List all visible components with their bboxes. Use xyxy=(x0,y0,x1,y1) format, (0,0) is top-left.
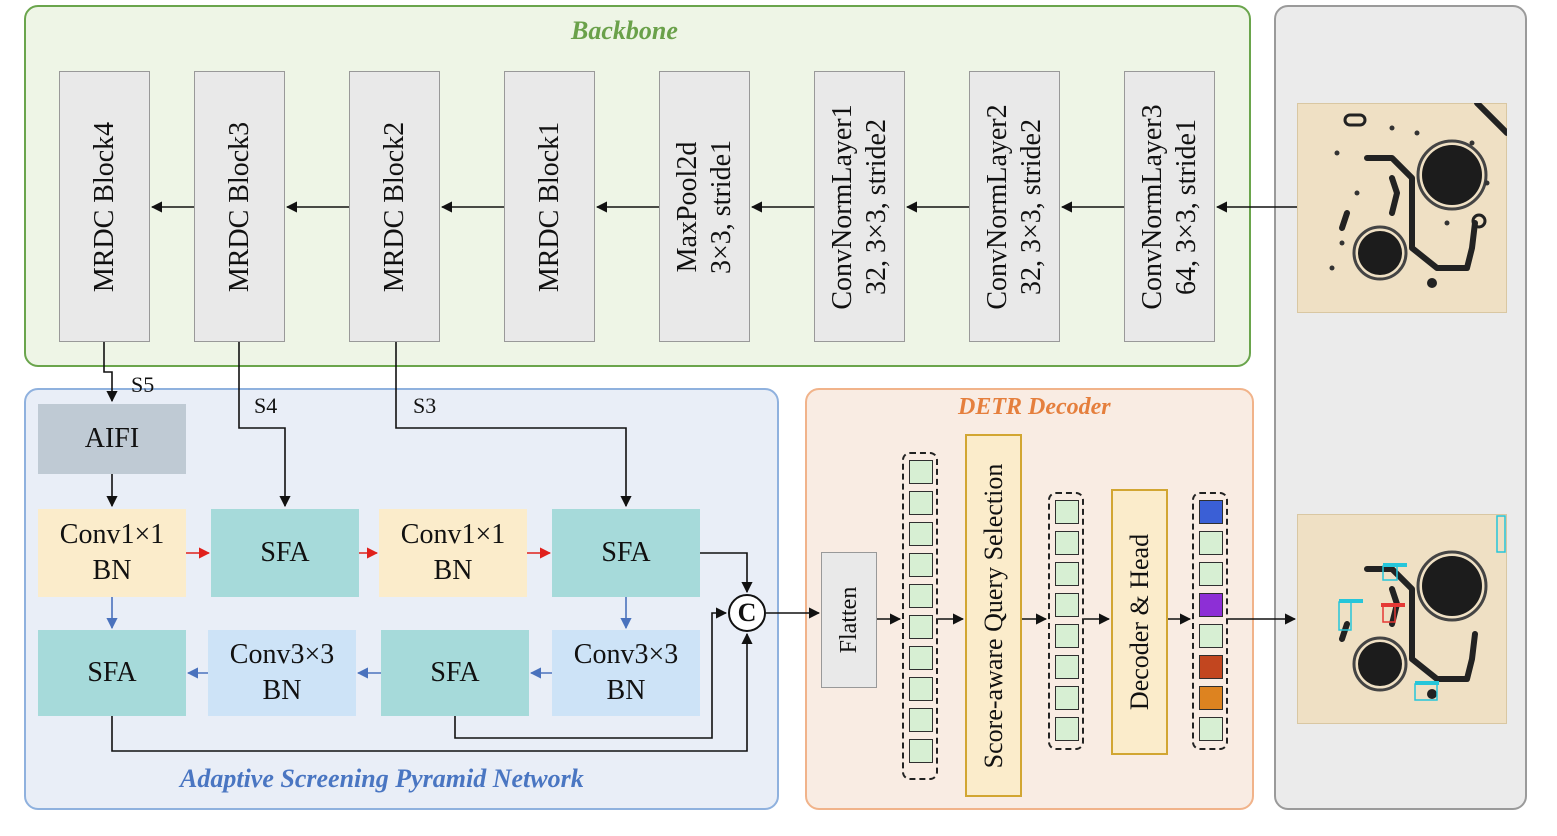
conv1x1-block-left: Conv1×1 BN xyxy=(38,509,186,597)
token xyxy=(909,553,933,577)
token xyxy=(1055,531,1079,555)
conv1x1-block-right: Conv1×1 BN xyxy=(379,509,527,597)
token xyxy=(1055,624,1079,648)
backbone-block-convnorm3: ConvNormLayer3 64, 3×3, stride1 xyxy=(1124,71,1215,342)
sfa-block-top-left: SFA xyxy=(211,509,359,597)
block-label: Conv3×3 xyxy=(573,639,679,670)
token xyxy=(909,739,933,763)
token xyxy=(1055,500,1079,524)
flatten-block: Flatten xyxy=(821,552,877,688)
backbone-block-mrdc1: MRDC Block1 xyxy=(504,71,595,342)
backbone-block-maxpool: MaxPool2d 3×3, stride1 xyxy=(659,71,750,342)
backbone-block-convnorm2: ConvNormLayer2 32, 3×3, stride2 xyxy=(969,71,1060,342)
scale-label-s5: S5 xyxy=(131,372,155,397)
output-token xyxy=(1199,717,1223,741)
detr-decoder-title: DETR Decoder xyxy=(958,394,1111,420)
output-token xyxy=(1199,593,1223,617)
flatten-token-column xyxy=(902,452,938,780)
output-token xyxy=(1199,686,1223,710)
scale-label-s3: S3 xyxy=(413,393,437,418)
block-sublabel: BN xyxy=(92,555,132,586)
concat-node: C xyxy=(728,594,766,632)
output-token xyxy=(1199,500,1223,524)
sfa-block-bottom-left: SFA xyxy=(38,630,186,716)
token xyxy=(909,460,933,484)
backbone-block-convnorm1: ConvNormLayer1 32, 3×3, stride2 xyxy=(814,71,905,342)
output-pcb-detection-image xyxy=(1297,514,1507,724)
selected-query-column xyxy=(1048,492,1084,750)
token xyxy=(909,522,933,546)
block-label: SFA xyxy=(260,537,310,568)
conv3x3-block-right: Conv3×3 BN xyxy=(552,630,700,716)
output-token xyxy=(1199,562,1223,586)
token xyxy=(1055,562,1079,586)
backbone-block-mrdc3: MRDC Block3 xyxy=(194,71,285,342)
block-sublabel: BN xyxy=(262,675,302,706)
token xyxy=(909,615,933,639)
block-label: Conv3×3 xyxy=(229,639,335,670)
block-label: Conv1×1 xyxy=(400,519,506,550)
block-label: SFA xyxy=(87,657,137,688)
decoder-head-block: Decoder & Head xyxy=(1111,489,1168,755)
backbone-block-mrdc2: MRDC Block2 xyxy=(349,71,440,342)
block-label: SFA xyxy=(601,537,651,568)
token xyxy=(1055,717,1079,741)
backbone-block-mrdc4: MRDC Block4 xyxy=(59,71,150,342)
block-sublabel: BN xyxy=(606,675,646,706)
block-label: AIFI xyxy=(84,423,140,454)
block-label: SFA xyxy=(430,657,480,688)
backbone-title: Backbone xyxy=(571,16,678,45)
output-token xyxy=(1199,655,1223,679)
token xyxy=(1055,593,1079,617)
sfa-block-bottom-mid: SFA xyxy=(381,630,529,716)
conv3x3-block-left: Conv3×3 BN xyxy=(208,630,356,716)
aifi-block: AIFI xyxy=(38,404,186,474)
detr-decoder-panel xyxy=(805,388,1254,810)
asp-network-title: Adaptive Screening Pyramid Network xyxy=(180,764,584,793)
token xyxy=(1055,686,1079,710)
input-pcb-image xyxy=(1297,103,1507,313)
token xyxy=(909,646,933,670)
token xyxy=(909,677,933,701)
block-label: Conv1×1 xyxy=(59,519,165,550)
scale-label-s4: S4 xyxy=(254,393,278,418)
sfa-block-top-right: SFA xyxy=(552,509,700,597)
output-token xyxy=(1199,624,1223,648)
token xyxy=(909,584,933,608)
output-token xyxy=(1199,531,1223,555)
block-sublabel: BN xyxy=(433,555,473,586)
output-prediction-column xyxy=(1192,492,1228,750)
token xyxy=(1055,655,1079,679)
query-selection-block: Score-aware Query Selection xyxy=(965,434,1022,797)
token xyxy=(909,491,933,515)
token xyxy=(909,708,933,732)
